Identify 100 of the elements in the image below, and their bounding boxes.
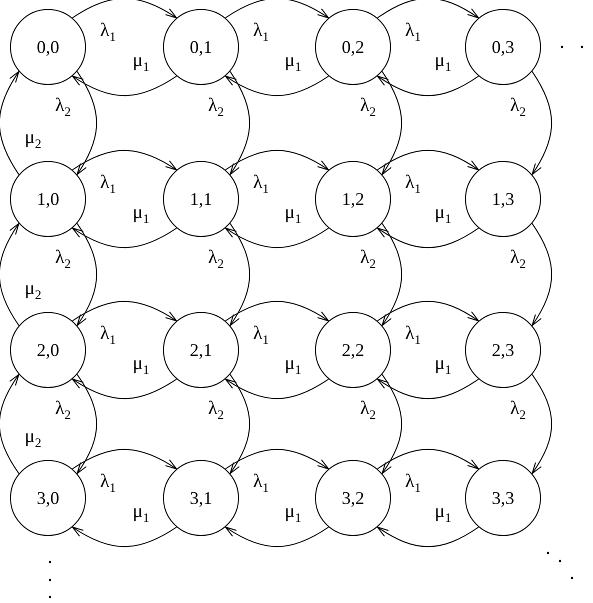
arrow: [224, 448, 330, 470]
state-circle: [465, 9, 541, 85]
edge-label: λ$_{1}$: [100, 21, 116, 43]
edge-label: μ$_{1}$: [284, 203, 302, 225]
edge-label: λ$_{2}$: [360, 96, 376, 118]
arrow: [376, 150, 480, 170]
edge-label: λ$_{2}$: [510, 399, 526, 421]
arrow: [72, 300, 178, 322]
arrow: [532, 374, 552, 474]
edge-label: λ$_{1}$: [253, 324, 269, 346]
state-label: 1,1: [190, 188, 212, 210]
edge-label: λ$_{2}$: [55, 248, 71, 270]
edge-label: λ$_{2}$: [510, 248, 526, 270]
state-circle: [10, 9, 86, 85]
arrow: [0, 70, 20, 176]
state-label: 0,3: [492, 36, 514, 58]
arrow: [72, 448, 178, 470]
state-circle: [465, 460, 541, 536]
state-circle: [315, 161, 391, 237]
edge-label: λ$_{1}$: [253, 173, 269, 195]
edge-label: μ$_{1}$: [434, 203, 452, 225]
edge-label: λ$_{1}$: [405, 21, 421, 43]
arrow: [76, 374, 98, 474]
state-label: 2,2: [342, 340, 364, 360]
state-label: 2,3: [492, 340, 514, 360]
state-circle: [163, 460, 239, 536]
state-circle: [465, 161, 541, 237]
arrow: [376, 526, 480, 548]
edge-label: λ$_{1}$: [253, 21, 269, 43]
arrow: [72, 150, 178, 170]
state-circle: [163, 161, 239, 237]
edge-label: λ$_{2}$: [360, 399, 376, 421]
edge-label: λ$_{2}$: [510, 96, 526, 118]
state-label: 2,0: [36, 340, 60, 360]
state-circle: [315, 9, 391, 85]
arrow: [76, 70, 98, 176]
edge-label: μ$_{1}$: [132, 502, 150, 524]
arrow: [376, 448, 480, 470]
arrow: [72, 378, 178, 400]
state-label: 3,3: [492, 488, 514, 508]
arrow: [230, 70, 250, 176]
state-circle: [10, 161, 86, 237]
state-label: 3,0: [36, 488, 60, 508]
arrow: [0, 222, 20, 326]
state-circle: [315, 312, 391, 388]
state-circle: [163, 9, 239, 85]
arrow: [72, 0, 178, 18]
edge-label: λ$_{2}$: [55, 96, 71, 118]
edge-label: μ$_{2}$: [24, 279, 42, 301]
arrow: [224, 76, 330, 96]
arrow: [224, 300, 330, 322]
arrow: [376, 0, 480, 18]
edge-label: μ$_{2}$: [24, 427, 42, 449]
edge-label: μ$_{1}$: [434, 354, 452, 376]
arrow: [224, 526, 330, 548]
state-circle: [163, 312, 239, 388]
arrow: [72, 228, 178, 248]
arrow: [532, 70, 552, 176]
edge-label: μ$_{1}$: [434, 51, 452, 73]
edge-label: λ$_{2}$: [55, 399, 71, 421]
arrow: [376, 228, 480, 248]
arrow: [230, 222, 250, 326]
arrow: [376, 378, 480, 400]
state-label: 0,1: [190, 36, 212, 58]
edge-label: λ$_{1}$: [100, 324, 116, 346]
state-circle: [10, 460, 86, 536]
state-circle: [10, 312, 86, 388]
state-label: 2,1: [190, 340, 212, 360]
edge-label: λ$_{2}$: [360, 248, 376, 270]
edge-label: μ$_{1}$: [284, 51, 302, 73]
state-label: 1,3: [492, 188, 514, 210]
edge-label: μ$_{1}$: [132, 51, 150, 73]
arrow: [532, 222, 552, 326]
arrow: [72, 76, 178, 96]
edge-label: μ$_{1}$: [132, 354, 150, 376]
arrow: [0, 374, 20, 474]
edge-label: μ$_{1}$: [284, 502, 302, 524]
edge-label: λ$_{1}$: [405, 173, 421, 195]
arrow: [376, 300, 480, 322]
arrow: [382, 374, 402, 474]
edge-label: λ$_{1}$: [100, 173, 116, 195]
edge-label: μ$_{2}$: [24, 128, 42, 150]
arrow: [230, 374, 250, 474]
state-label: 1,2: [342, 188, 364, 210]
state-label: 0,2: [342, 36, 364, 58]
edge-label: λ$_{2}$: [208, 248, 224, 270]
edge-label: μ$_{1}$: [434, 502, 452, 524]
state-label: 3,1: [190, 488, 212, 508]
arrow: [382, 70, 402, 176]
edge-label: μ$_{1}$: [284, 354, 302, 376]
arrow: [72, 526, 178, 548]
edge-label: μ$_{1}$: [132, 203, 150, 225]
state-label: 1,0: [36, 188, 60, 210]
arrow: [224, 378, 330, 400]
arrow: [224, 0, 330, 18]
arrow: [382, 222, 402, 326]
state-circle: [465, 312, 541, 388]
edge-label: λ$_{1}$: [405, 324, 421, 346]
state-label: 3,2: [342, 488, 364, 508]
arrow: [224, 228, 330, 248]
